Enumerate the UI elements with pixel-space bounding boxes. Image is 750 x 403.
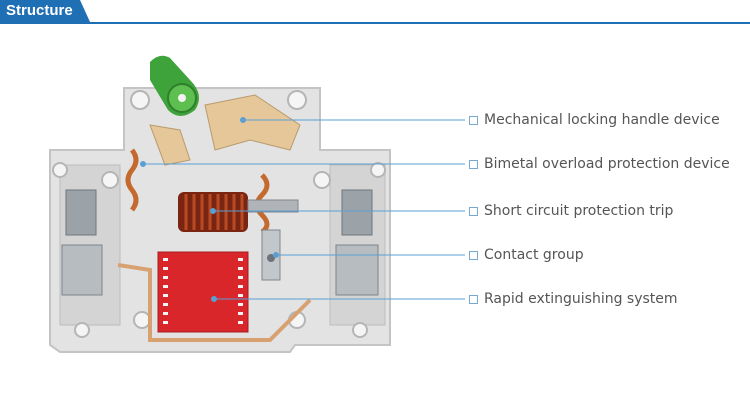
callout-contact-group: Contact group [484, 246, 584, 264]
callout-bimetal-overload: Bimetal overload protection device [484, 155, 730, 173]
callout-bullet [469, 116, 478, 125]
callout-rapid-extinguishing: Rapid extinguishing system [484, 290, 678, 308]
callout-mechanical-locking-handle: Mechanical locking handle device [484, 111, 720, 129]
leader-dot [211, 209, 216, 214]
leader-dot [274, 253, 279, 258]
arc-chute [158, 252, 248, 332]
callout-bullet [469, 295, 478, 304]
callout-short-circuit-trip: Short circuit protection trip [484, 202, 673, 220]
callout-bullet [469, 160, 478, 169]
leader-dot [212, 297, 217, 302]
callout-bullet [469, 207, 478, 216]
leader-dot [141, 162, 146, 167]
callout-bullet [469, 251, 478, 260]
leader-dot [241, 118, 246, 123]
